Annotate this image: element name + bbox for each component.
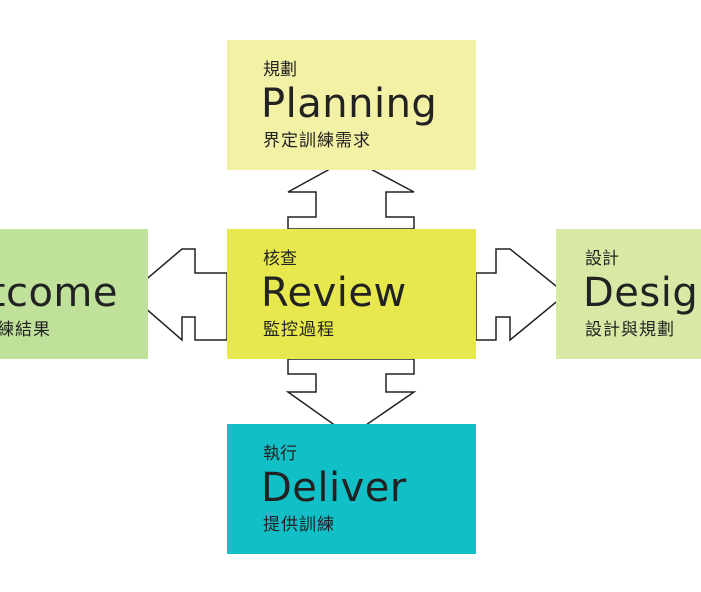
planning-en-title: Planning <box>261 81 438 127</box>
arrow-up-to-planning <box>287 157 415 230</box>
planning-zh-desc: 界定訓練需求 <box>263 131 371 151</box>
arrow-right-to-design <box>475 248 568 342</box>
arrow-left-to-outcome <box>127 248 228 342</box>
design-box: 設計 Desig 設計與規劃 <box>556 229 701 359</box>
outcome-en-title: tcome <box>0 270 118 316</box>
review-en-title: Review <box>261 270 407 316</box>
arrow-down-to-deliver <box>285 358 417 437</box>
planning-zh-title: 規劃 <box>263 60 297 80</box>
deliver-zh-desc: 提供訓練 <box>263 515 335 535</box>
review-box: 核查 Review 監控過程 <box>227 229 476 359</box>
design-zh-desc: 設計與規劃 <box>585 320 675 340</box>
deliver-box: 執行 Deliver 提供訓練 <box>227 424 476 554</box>
planning-box: 規劃 Planning 界定訓練需求 <box>227 40 476 170</box>
design-zh-title: 設計 <box>585 249 619 269</box>
deliver-en-title: Deliver <box>261 465 407 511</box>
review-zh-desc: 監控過程 <box>263 320 335 340</box>
deliver-zh-title: 執行 <box>263 444 297 464</box>
outcome-zh-desc: 練結果 <box>0 320 51 340</box>
design-en-title: Desig <box>583 270 699 316</box>
review-zh-title: 核查 <box>263 249 297 269</box>
outcome-box: tcome 練結果 <box>0 229 148 359</box>
